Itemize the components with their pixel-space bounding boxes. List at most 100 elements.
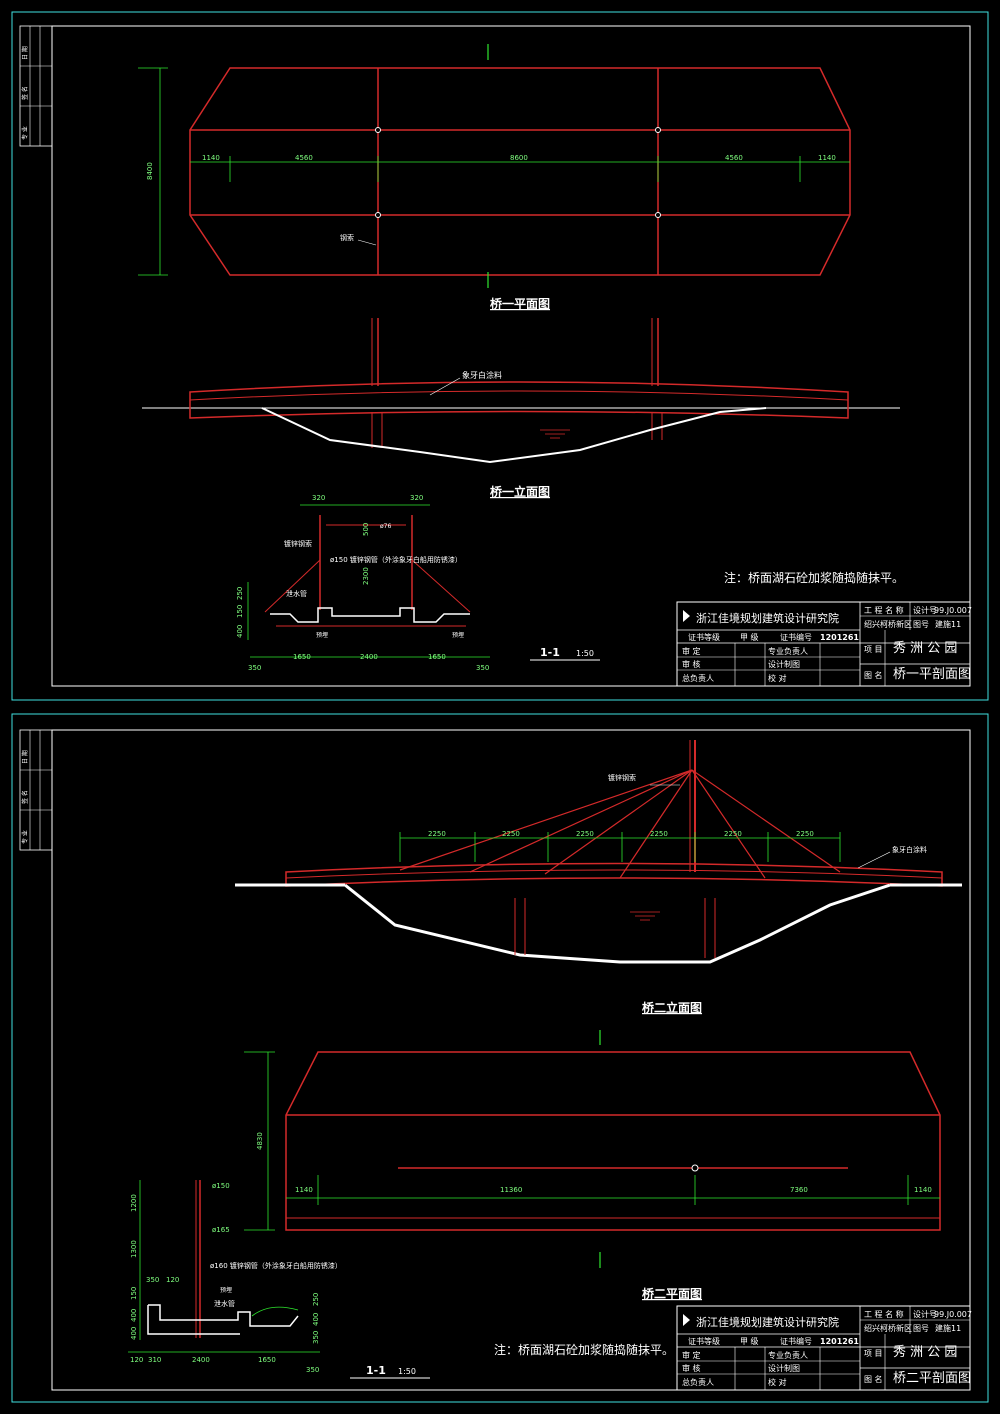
plan1-dim-3: 8600	[510, 154, 528, 162]
elev2-cable-label: 镀锌钢索	[608, 773, 636, 782]
tb2-company: 浙江佳境规划建筑设计研究院	[696, 1315, 839, 1329]
side-stamp-1: 专 业 签 名 日 期	[19, 25, 53, 147]
plan2-dim-1: 1140	[295, 1186, 313, 1194]
tb2-row3-b: 校 对	[768, 1377, 787, 1387]
elev2-paint-label: 象牙白涂料	[892, 845, 927, 854]
elev2-dim-5: 2250	[724, 830, 742, 838]
tb2-figure-label: 图 名	[864, 1374, 883, 1384]
elev2-dim-4: 2250	[650, 830, 668, 838]
plan2-dim-3: 7360	[790, 1186, 808, 1194]
sec1-bottom-dim-4: 1650	[428, 653, 446, 661]
sheet-1-frame	[51, 25, 971, 687]
bridge1-section: 320 320 500 2300 ø76 镀锌钢索 ø150 镀锌钢管（外涂象牙…	[236, 494, 600, 672]
sheet-2-border	[11, 713, 989, 1403]
sec1-pipe-dia: ø76	[380, 523, 391, 530]
tb1-project-value: 秀 洲 公 园	[893, 641, 957, 656]
tb2-row3-a: 总负责人	[682, 1377, 714, 1387]
tb2-sub-value: 绍兴柯桥新区	[864, 1323, 912, 1333]
elev2-dim-2: 2250	[502, 830, 520, 838]
sec2-left-dim-2: 1300	[130, 1240, 138, 1258]
sheet-2-frame	[51, 729, 971, 1391]
sec1-bottom-dim-2: 1650	[293, 653, 311, 661]
sec2-bottom-dim-4: 1650	[258, 1356, 276, 1364]
sec1-left-dim-3: 400	[236, 625, 244, 638]
sec1-height: 2300	[362, 567, 370, 585]
tb1-cert-level: 甲 级	[740, 632, 759, 642]
sec2-bottom-dim-3: 2400	[192, 1356, 210, 1364]
sec2-pipe-top: ø150	[212, 1182, 230, 1190]
sec2-left-dim-1: 1200	[130, 1194, 138, 1212]
sec1-plate-label-2: 预埋	[452, 631, 464, 639]
sec2-pipe-label: ø160 镀锌钢管（外涂象牙白船用防锈漆）	[210, 1261, 342, 1270]
sec1-bottom-dim-3: 2400	[360, 653, 378, 661]
elev2-dim-3: 2250	[576, 830, 594, 838]
sec2-left-dim-4: 120	[166, 1276, 179, 1284]
sheet1-note: 注：桥面湖石砼加浆随捣随抹平。	[724, 570, 904, 585]
tb1-cert-no-label: 证书编号	[780, 632, 812, 642]
sec1-bottom-dim-1: 350	[248, 664, 261, 672]
sheet-1-border	[11, 11, 989, 701]
bridge1-plan: 1140 4560 8600 4560 1140 8400 钢索 桥一平面图	[138, 44, 851, 311]
tb2-project-value: 秀 洲 公 园	[893, 1345, 957, 1360]
tb2-cert-level: 甲 级	[740, 1336, 759, 1346]
tb1-cert-level-label: 证书等级	[688, 632, 720, 642]
tb1-project-label: 项 目	[864, 645, 883, 654]
sec2-bottom-dim-1: 120	[130, 1356, 143, 1364]
sec2-right-dim-3: 350	[312, 1331, 320, 1344]
bridge2-plan: 1140 11360 7360 1140 4830 桥二平面图	[244, 1030, 941, 1301]
elev2-dim-6: 2250	[796, 830, 814, 838]
bridge2-elevation: 2250 2250 2250 2250 2250 2250 镀锌钢索 象牙白涂料…	[235, 740, 962, 1015]
sec2-mark: 1-1	[366, 1364, 386, 1377]
stamp-date: 日 期	[21, 46, 29, 60]
sec2-bottom-dim-5: 350	[306, 1366, 319, 1374]
stamp-sign: 签 名	[21, 86, 29, 100]
sheet-2: 专 业 签 名 日 期	[11, 713, 989, 1403]
sec1-mark: 1-1	[540, 646, 560, 659]
sec2-scale: 1:50	[398, 1367, 416, 1376]
tb2-design-no: 99.J0.007	[934, 1310, 972, 1319]
tb1-row1-b: 专业负责人	[768, 646, 808, 656]
sec2-left-dim-3: 350	[146, 1276, 159, 1284]
side-stamp-2: 专 业 签 名 日 期	[19, 729, 53, 851]
plan2-height: 4830	[256, 1132, 264, 1150]
tb2-row2-a: 审 核	[682, 1363, 701, 1373]
tb1-stage-value: 建施11	[935, 619, 961, 629]
stamp2-sign: 签 名	[21, 790, 29, 804]
tb2-design-no-label: 设计号	[913, 1309, 937, 1319]
tb2-stage-value: 建施11	[935, 1323, 961, 1333]
bridge1-elev-title: 桥一立面图	[490, 484, 550, 499]
plan2-dim-4: 1140	[914, 1186, 932, 1194]
tb2-stage-label: 图号	[913, 1324, 929, 1333]
sec1-cable-label: 镀锌钢索	[284, 539, 312, 548]
plan1-dim-5: 1140	[818, 154, 836, 162]
sec1-top-dim-1: 320	[312, 494, 325, 502]
tb1-row2-a: 审 核	[682, 659, 701, 669]
sheet2-note: 注：桥面湖石砼加浆随捣随抹平。	[494, 1342, 674, 1357]
tb1-drawing-name: 桥一平剖面图	[893, 667, 971, 682]
title-block-1: 浙江佳境规划建筑设计研究院 工 程 名 称 设计号 99.J0.007 绍兴柯桥…	[676, 601, 972, 687]
elev2-dim-1: 2250	[428, 830, 446, 838]
tb1-row2-b: 设计制图	[768, 659, 800, 669]
tb1-design-no: 99.J0.007	[934, 606, 972, 615]
sec2-left-dim-6: 400	[130, 1309, 138, 1322]
sec2-right-dim-1: 250	[312, 1293, 320, 1306]
bridge1-elevation: 象牙白涂料 桥一立面图	[142, 318, 900, 499]
tb2-project-label: 项 目	[864, 1349, 883, 1358]
sec1-plate-label-1: 预埋	[316, 631, 328, 639]
tb2-row2-b: 设计制图	[768, 1363, 800, 1373]
stamp-speciality: 专 业	[21, 126, 29, 140]
plan1-dim-1: 1140	[202, 154, 220, 162]
plan2-dim-2: 11360	[500, 1186, 522, 1194]
plan1-height: 8400	[146, 162, 154, 180]
tb1-row3-b: 校 对	[768, 673, 787, 683]
tb2-drawing-name: 桥二平剖面图	[893, 1371, 971, 1386]
sec2-bottom-dim-2: 310	[148, 1356, 161, 1364]
title-block-2: 浙江佳境规划建筑设计研究院 工 程 名 称 设计号 99.J0.007 绍兴柯桥…	[676, 1305, 972, 1391]
bridge1-plan-title: 桥一平面图	[490, 296, 550, 311]
plan1-cable-label: 钢索	[340, 233, 354, 242]
sec2-left-dim-7: 400	[130, 1327, 138, 1340]
tb1-sub-value: 绍兴柯桥新区	[864, 619, 912, 629]
sec1-pipe-label: ø150 镀锌钢管（外涂象牙白船用防锈漆）	[330, 555, 462, 564]
bridge2-elev-title: 桥二立面图	[642, 1000, 702, 1015]
